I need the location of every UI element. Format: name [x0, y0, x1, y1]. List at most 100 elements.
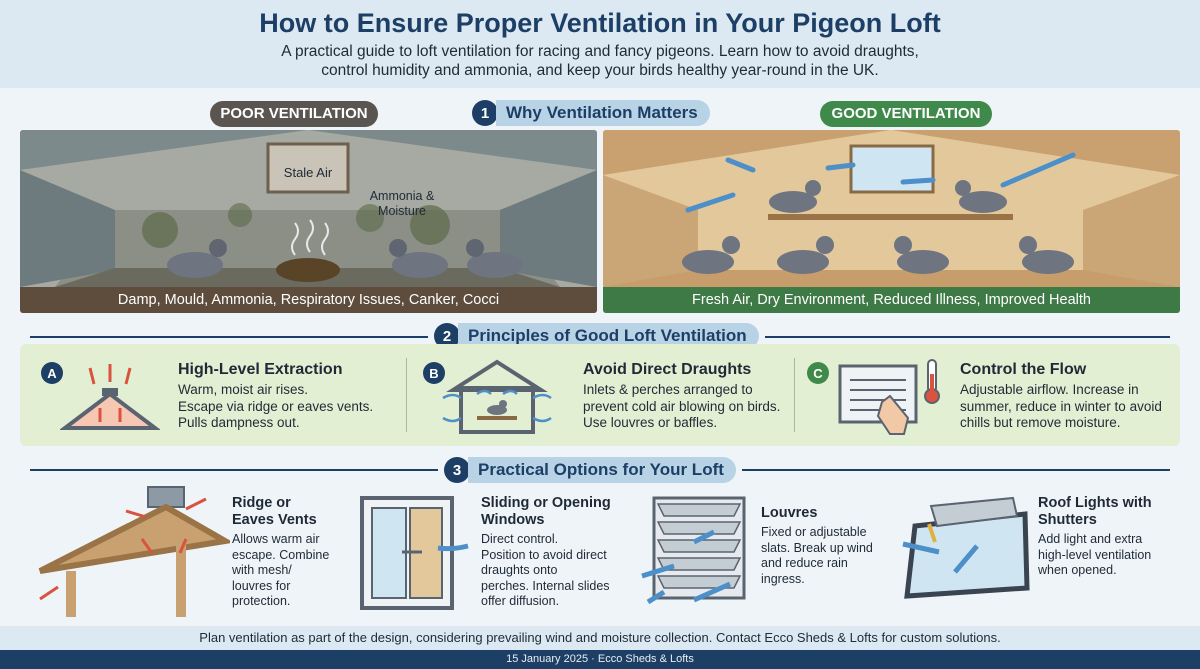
option-roof-lights: Roof Lights with Shutters Add light and … [1038, 495, 1188, 579]
principle-a-line: Escape via ridge or eaves vents. [178, 398, 374, 414]
pigeon-icon [389, 239, 448, 278]
arrow-up-icon [88, 364, 132, 422]
poor-loft-illustration: Stale Air Ammonia & Moisture [20, 130, 597, 287]
house-icon [442, 359, 552, 434]
principle-divider [794, 358, 795, 432]
principle-a-text: Warm, moist air rises. Escape via ridge … [178, 382, 373, 432]
option-windows: Sliding or Opening Windows Direct contro… [481, 495, 631, 610]
pigeon-icon [894, 236, 949, 274]
window-icon [849, 144, 935, 194]
option-text-line: when opened. [1038, 563, 1117, 577]
subtitle-line-2: control humidity and ammonia, and keep y… [321, 62, 879, 79]
section-1-heading: 1 Why Ventilation Matters [472, 100, 710, 126]
skylight-icon [902, 496, 1030, 599]
poor-ventilation-label: POOR VENTILATION [210, 101, 378, 127]
good-ventilation-label: GOOD VENTILATION [820, 101, 992, 127]
principle-c-line: chills but remove moisture. [960, 415, 1121, 430]
louvre-icon [641, 496, 746, 605]
principle-c-text: Adjustable airflow. Increase in summer, … [960, 382, 1162, 432]
principle-a-line: Warm, moist air rises. [178, 382, 309, 397]
option-text-line: Position to avoid direct [481, 547, 607, 562]
principle-b-line: Use louvres or baffles. [583, 415, 718, 430]
option-text-line: Direct control. [481, 532, 559, 546]
principle-c-line: Adjustable airflow. Increase in [960, 382, 1139, 397]
option-title-line: Sliding or Opening [481, 495, 611, 511]
option-title-line: Ridge or [232, 495, 291, 511]
option-text-line: louvres for [232, 578, 291, 593]
principle-a-title: High-Level Extraction [178, 361, 343, 378]
principle-b-line: Inlets & perches arranged to [583, 382, 753, 397]
page-title: How to Ensure Proper Ventilation in Your… [259, 8, 941, 38]
poor-ventilation-caption: Damp, Mould, Ammonia, Respiratory Issues… [20, 287, 597, 313]
pigeon-icon [167, 239, 227, 278]
principle-b-title: Avoid Direct Draughts [583, 361, 752, 378]
option-roof-lights-text: Add light and extra high-level ventilati… [1038, 532, 1188, 579]
option-windows-text: Direct control. Position to avoid direct… [481, 532, 631, 610]
pigeon-icon [487, 400, 507, 415]
section-3-number: 3 [444, 457, 470, 483]
good-ventilation-caption: Fresh Air, Dry Environment, Reduced Illn… [603, 287, 1180, 313]
pigeon-icon [1019, 236, 1074, 274]
principle-b-letter: B [423, 362, 445, 384]
page-subtitle: A practical guide to loft ventilation fo… [0, 42, 1200, 80]
principle-c-letter: C [807, 362, 829, 384]
principle-a: A High-Level Extraction Warm, moist air … [20, 344, 405, 446]
option-title-line: Windows [481, 512, 545, 528]
option-windows-title: Sliding or Opening Windows [481, 495, 631, 529]
option-text-line: Fixed or adjustable [761, 525, 867, 539]
option-text-line: Add light and extra [1038, 532, 1143, 546]
footer-note: Plan ventilation as part of the design, … [0, 626, 1200, 650]
option-title-line: Shutters [1038, 512, 1097, 528]
principle-c-title: Control the Flow [960, 361, 1087, 378]
ammonia-label-line-2: Moisture [378, 204, 426, 218]
principle-divider [406, 358, 407, 432]
subtitle-line-1: A practical guide to loft ventilation fo… [281, 43, 919, 60]
option-title-line: Roof Lights with [1038, 495, 1152, 511]
ammonia-label-line-1: Ammonia & [370, 189, 435, 203]
pigeon-icon [682, 236, 740, 274]
principle-b: B Avoid Direct Draughts Inlets & perches… [408, 344, 793, 446]
thermometer-icon [924, 359, 940, 404]
principle-c: C Control the Flow Adjustable airflow. I… [796, 344, 1180, 446]
pigeon-icon [777, 236, 834, 274]
control-flow-icon [838, 359, 940, 435]
option-text-line: high-level ventilation [1038, 547, 1152, 562]
section-3-heading: 3 Practical Options for Your Loft [438, 457, 742, 483]
option-text-line: ingress. [761, 571, 805, 586]
stale-air-label: Stale Air [284, 165, 333, 180]
option-louvres: Louvres Fixed or adjustable slats. Break… [761, 505, 886, 587]
window-icon [360, 496, 469, 610]
header: How to Ensure Proper Ventilation in Your… [0, 0, 1200, 88]
hand-icon [876, 394, 910, 435]
option-louvres-title: Louvres [761, 505, 886, 522]
option-text-line: and reduce rain [761, 556, 848, 570]
option-text-line: slats. Break up wind [761, 540, 873, 555]
section-3-title: Practical Options for Your Loft [468, 457, 736, 483]
good-ventilation-panel: Fresh Air, Dry Environment, Reduced Illn… [603, 130, 1180, 313]
section-1-title: Why Ventilation Matters [496, 100, 710, 126]
option-text-line: perches. Internal slides [481, 578, 610, 593]
option-text-line: draughts onto [481, 563, 558, 577]
option-text-line: with mesh/ [232, 563, 292, 577]
poor-ventilation-panel: Stale Air Ammonia & Moisture Damp, Mould… [20, 130, 597, 313]
option-ridge-vents-text: Allows warm air escape. Combine with mes… [232, 532, 357, 610]
option-louvres-text: Fixed or adjustable slats. Break up wind… [761, 525, 886, 587]
principle-a-letter: A [41, 362, 63, 384]
footer-credit: 15 January 2025 · Ecco Sheds & Lofts [0, 650, 1200, 669]
option-roof-lights-title: Roof Lights with Shutters [1038, 495, 1188, 529]
good-loft-illustration [603, 130, 1180, 287]
principle-b-text: Inlets & perches arranged to prevent col… [583, 382, 780, 432]
pigeon-icon [955, 180, 1007, 213]
roof-vent-icon [38, 486, 230, 617]
option-title-line: Louvres [761, 505, 818, 521]
option-text-line: offer diffusion. [481, 594, 560, 608]
option-title-line: Eaves Vents [232, 512, 317, 528]
option-text-line: escape. Combine [232, 547, 330, 562]
principle-a-line: Pulls dampness out. [178, 415, 300, 430]
option-text-line: protection. [232, 594, 291, 608]
pigeon-icon [769, 180, 821, 213]
principles-panel: A High-Level Extraction Warm, moist air … [20, 344, 1180, 446]
option-ridge-vents: Ridge or Eaves Vents Allows warm air esc… [232, 495, 357, 610]
roof-extraction-icon [60, 364, 160, 430]
section-1-number: 1 [472, 100, 498, 126]
